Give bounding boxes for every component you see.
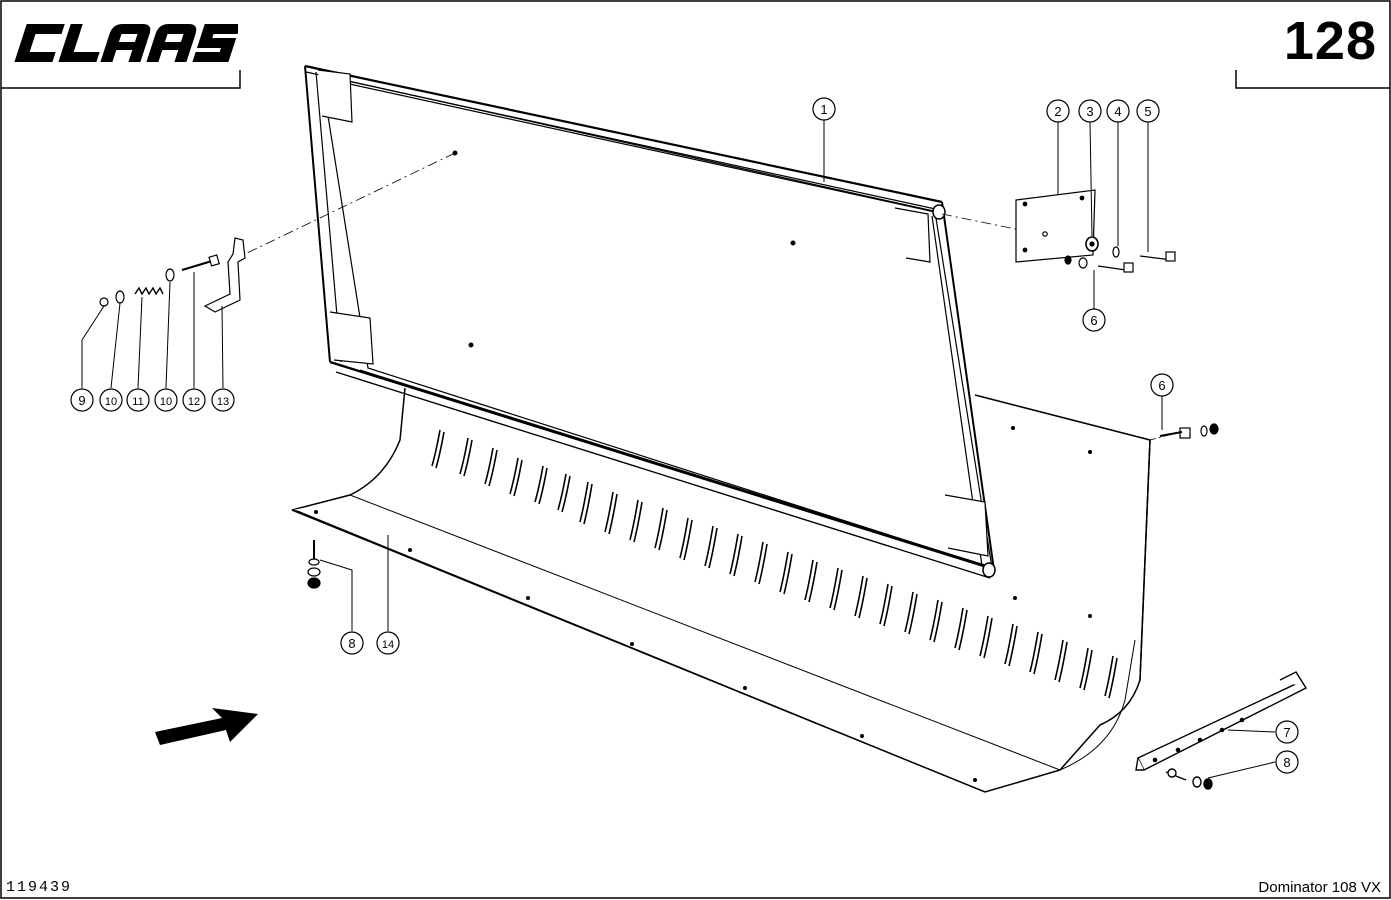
callout-10b: 10 [160, 396, 172, 408]
page-number: 128 [1283, 11, 1377, 71]
plate-slots [431, 429, 1118, 699]
callouts [70, 97, 1299, 774]
callout-6a: 6 [1090, 313, 1097, 328]
callout-8a: 8 [1283, 755, 1290, 770]
leader-lines [81, 120, 1276, 779]
left-hardware [99, 237, 246, 313]
callout-14: 14 [382, 639, 394, 651]
callout-9: 9 [78, 393, 85, 408]
claas-logo-mark [14, 24, 241, 62]
callout-8b: 8 [348, 636, 355, 651]
callout-4: 4 [1114, 104, 1121, 119]
callout-5: 5 [1144, 104, 1151, 119]
callout-2: 2 [1054, 104, 1061, 119]
callout-7: 7 [1283, 725, 1290, 740]
callout-11: 11 [132, 396, 143, 408]
callout-13: 13 [217, 396, 229, 408]
callout-3: 3 [1086, 104, 1093, 119]
right-hardware [307, 189, 1219, 589]
mounting-strip [1135, 671, 1308, 790]
screen-frame [304, 64, 996, 579]
callout-12: 12 [188, 396, 200, 408]
callout-1: 1 [820, 102, 827, 117]
callout-10a: 10 [105, 396, 117, 408]
model-name: Dominator 108 VX [1258, 879, 1381, 896]
drawing-number: 119439 [6, 879, 73, 896]
callout-6b: 6 [1158, 378, 1165, 393]
claas-logo [8, 14, 241, 75]
direction-arrow-icon [155, 708, 258, 745]
